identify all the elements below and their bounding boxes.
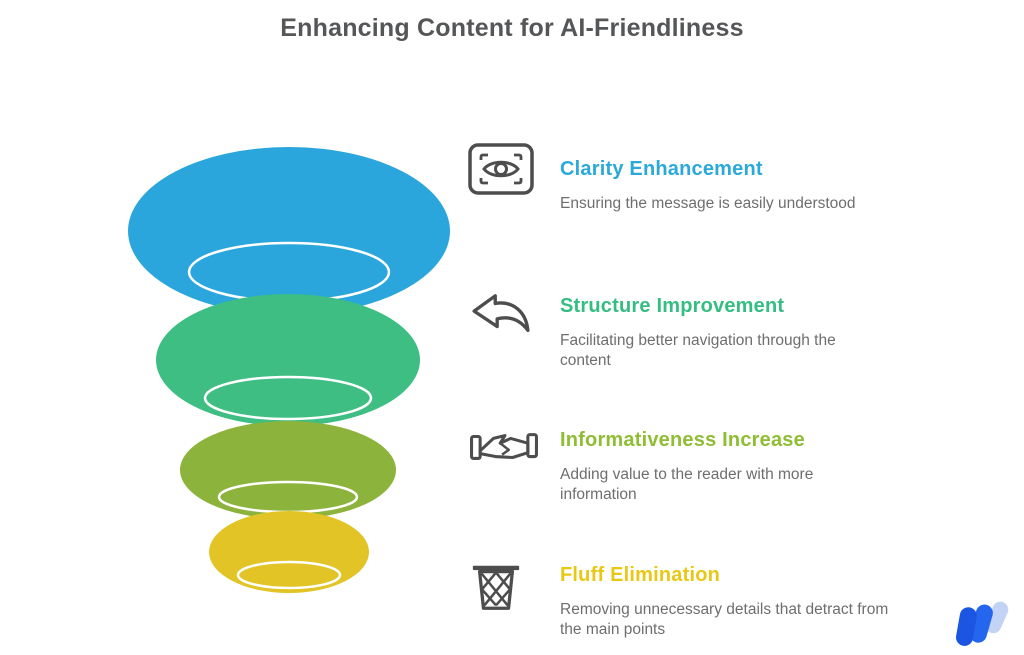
item-title-clarity: Clarity Enhancement	[560, 158, 763, 180]
funnel-ring-2	[203, 375, 373, 421]
item-description-structure: Facilitating better navigation through t…	[560, 332, 836, 370]
page-title: Enhancing Content for AI-Friendliness	[280, 14, 744, 42]
trash-basket-icon	[468, 558, 560, 640]
legend-item-clarity: Clarity Enhancement Ensuring the message…	[468, 143, 890, 214]
funnel-level-1	[128, 147, 450, 315]
legend-item-informativeness: Informativeness Increase Adding value to…	[468, 424, 890, 505]
item-description-clarity: Ensuring the message is easily understoo…	[560, 195, 856, 212]
item-description-fluff: Removing unnecessary details that detrac…	[560, 601, 889, 639]
legend-item-structure: Structure Improvement Facilitating bette…	[468, 288, 890, 371]
item-title-fluff: Fluff Elimination	[560, 564, 721, 586]
curved-arrow-icon	[468, 288, 560, 371]
legend-item-fluff: Fluff Elimination Removing unnecessary d…	[468, 558, 890, 640]
w-logo	[952, 598, 1014, 650]
funnel-level-3	[180, 421, 396, 519]
handshake-icon	[468, 424, 560, 505]
eye-scan-icon	[468, 143, 560, 214]
item-title-structure: Structure Improvement	[560, 295, 785, 317]
item-description-informativeness: Adding value to the reader with more inf…	[560, 466, 814, 504]
funnel-level-2	[156, 294, 420, 426]
item-title-informativeness: Informativeness Increase	[560, 429, 805, 451]
funnel-ring-4	[236, 560, 342, 590]
funnel-level-4	[209, 511, 369, 593]
